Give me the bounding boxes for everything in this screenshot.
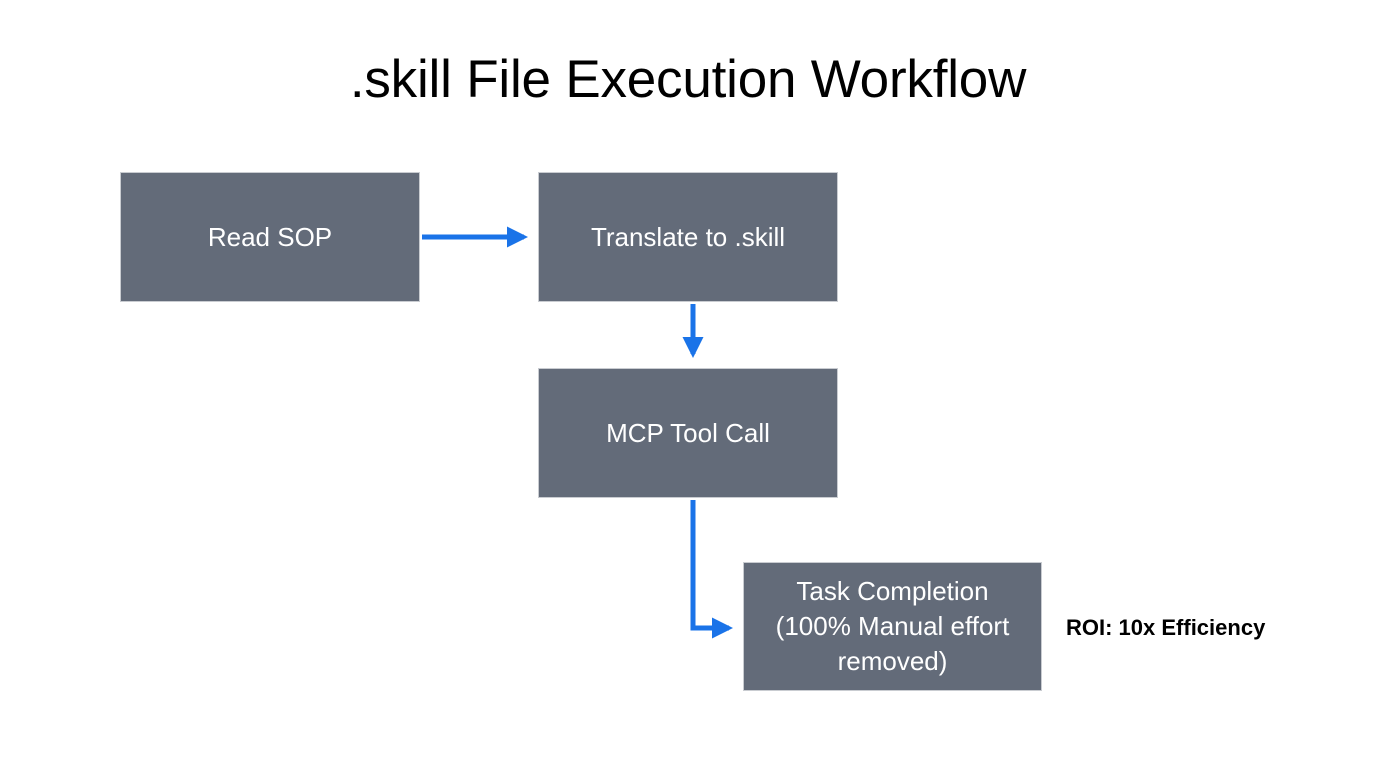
flow-node-label: Translate to .skill: [590, 221, 786, 252]
flow-node-read-sop[interactable]: Read SOP: [120, 172, 420, 302]
page-title: .skill File Execution Workflow: [349, 50, 1027, 109]
flow-node-task-completion[interactable]: Task Completion (100% Manual effort remo…: [743, 562, 1042, 691]
flow-node-mcp-tool-call[interactable]: MCP Tool Call: [538, 368, 838, 498]
roi-annotation: ROI: 10x Efficiency: [1066, 615, 1266, 640]
flow-node-translate-to-skill[interactable]: Translate to .skill: [538, 172, 838, 302]
flow-node-label: MCP Tool Call: [606, 417, 770, 448]
flow-node-label: Task Completion (100% Manual effort remo…: [775, 576, 1010, 676]
arrow-mcp-tool-call-to-task-completion: [690, 500, 733, 639]
flow-node-label: Read SOP: [207, 221, 333, 252]
